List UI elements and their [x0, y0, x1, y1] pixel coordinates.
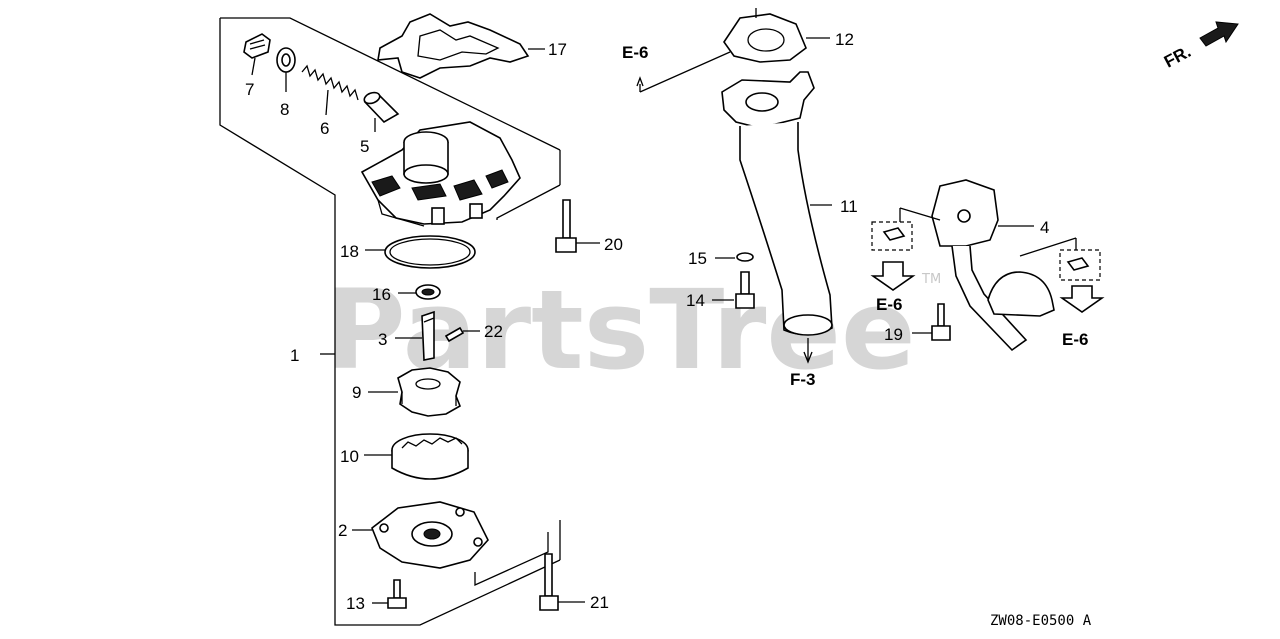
part-12-gasket[interactable] [636, 8, 830, 93]
part-8-washer[interactable] [276, 47, 296, 92]
callout-20: 20 [604, 235, 623, 254]
part-20-bolt[interactable] [555, 199, 600, 253]
direction-arrow-icon [1199, 21, 1239, 47]
callout-6: 6 [320, 119, 329, 138]
callout-19: 19 [884, 325, 903, 344]
part-19-bolt[interactable] [912, 303, 951, 341]
callout-13: 13 [346, 594, 365, 613]
callout-22: 22 [484, 322, 503, 341]
part-14-bolt[interactable] [712, 271, 755, 309]
part-7-plug[interactable] [243, 33, 271, 76]
e6-nut-left [871, 207, 941, 251]
callout-2: 2 [338, 521, 347, 540]
callout-3: 3 [378, 330, 387, 349]
part-13-bolt[interactable] [372, 579, 407, 609]
callout-11: 11 [840, 197, 858, 216]
e6-nut-right [1019, 237, 1101, 281]
part-6-spring[interactable] [301, 64, 359, 116]
ref-e6-right: E-6 [1062, 330, 1088, 349]
assembly-boundary [219, 17, 561, 626]
part-5-valve[interactable] [363, 91, 400, 132]
direction-label: FR. [1161, 42, 1194, 72]
callout-7: 7 [245, 80, 254, 99]
callout-21: 21 [590, 593, 609, 612]
ref-f3: F-3 [790, 370, 816, 389]
callout-1: 1 [290, 346, 299, 365]
e6-arrow-left [870, 261, 916, 291]
callout-14: 14 [686, 291, 705, 310]
callout-15: 15 [688, 249, 707, 268]
part-16-seal[interactable] [398, 284, 441, 300]
callout-5: 5 [360, 137, 369, 156]
part-3-shaft[interactable] [395, 310, 435, 361]
diagram-code: ZW08-E0500 A [990, 613, 1092, 629]
part-9-inner-rotor[interactable] [368, 367, 462, 417]
watermark-tm: TM [921, 272, 941, 287]
callout-9: 9 [352, 383, 361, 402]
part-4-oil-strainer[interactable] [931, 179, 1055, 352]
pump-body[interactable] [360, 121, 521, 227]
e6-arrow-right [1059, 285, 1105, 313]
ref-e6-left: E-6 [876, 295, 902, 314]
part-2-pump-cover[interactable] [352, 501, 489, 569]
part-15-washer[interactable] [715, 252, 754, 262]
callout-10: 10 [340, 447, 359, 466]
part-10-outer-rotor[interactable] [364, 433, 469, 480]
callout-8: 8 [280, 100, 289, 119]
ref-e6-top: E-6 [622, 43, 648, 62]
callout-12: 12 [835, 30, 854, 49]
part-21-long-bolt[interactable] [539, 553, 585, 611]
callout-17: 17 [548, 40, 567, 59]
callout-16: 16 [372, 285, 391, 304]
part-11-oil-pipe[interactable] [721, 71, 833, 364]
part-22-pin[interactable] [444, 326, 480, 343]
part-17-gasket[interactable] [377, 13, 545, 79]
callout-18: 18 [340, 242, 359, 261]
callout-4: 4 [1040, 218, 1049, 237]
part-18-o-ring[interactable] [365, 235, 476, 269]
